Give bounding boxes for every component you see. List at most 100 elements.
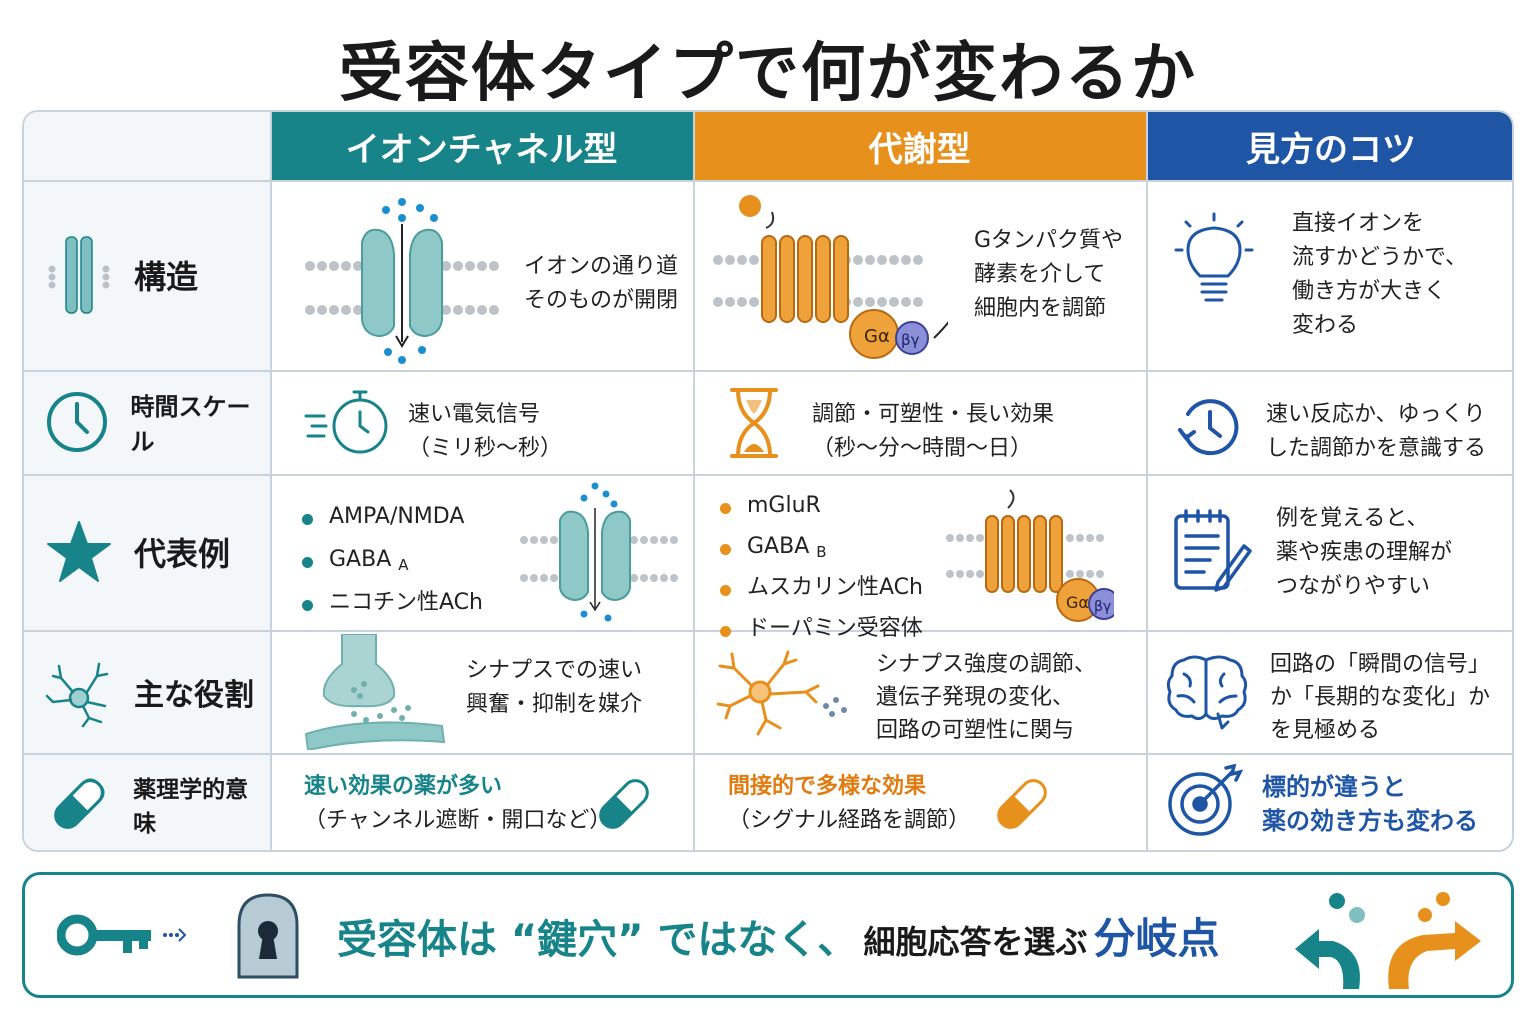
- item-subscript: A: [398, 556, 409, 574]
- text-line: 薬の効き方も変わる: [1262, 807, 1478, 835]
- examples-metabo-list: mGluR GABA B ムスカリン性ACh ドーパミン受容体: [720, 488, 923, 652]
- text-line: 細胞内を調節: [974, 296, 1107, 321]
- g-alpha-label: Gα: [864, 326, 890, 347]
- list-item: AMPA/NMDA: [302, 498, 483, 541]
- pharma-tips-text: 標的が違うと 薬の効き方も変わる: [1262, 770, 1478, 838]
- neuron-icon: [24, 656, 134, 728]
- text-line: 速い電気信号: [408, 402, 541, 427]
- text-line: 薬や疾患の理解が: [1276, 540, 1453, 565]
- ion-channel-icon: [302, 194, 502, 368]
- text-line: 例を覚えると、: [1276, 506, 1429, 531]
- text-line: シナプス強度の調節、: [876, 652, 1097, 677]
- item-text: AMPA/NMDA: [329, 504, 465, 529]
- summary-banner: 受容体は “鍵穴” ではなく、 細胞応答を選ぶ 分岐点: [22, 872, 1514, 998]
- divider: [24, 180, 1512, 182]
- banner-part3: 分岐点: [1093, 914, 1220, 963]
- clock-history-icon: [1174, 392, 1244, 466]
- text-line: 回路の可塑性に関与: [876, 718, 1075, 743]
- synapse-icon: [302, 633, 452, 754]
- text-line: イオンの通り道: [524, 254, 679, 279]
- list-item: GABA A: [302, 541, 483, 584]
- row-label-text: 代表例: [134, 535, 231, 573]
- role-tips-text: 回路の「瞬間の信号」 か「長期的な変化」か を見極める: [1270, 648, 1490, 747]
- text-line: シナプスでの速い: [466, 658, 643, 683]
- text-line: 標的が違うと: [1262, 773, 1406, 801]
- ion-channel-small-icon: [518, 480, 678, 630]
- text-line: つながりやすい: [1276, 574, 1431, 599]
- hourglass-icon: [726, 386, 782, 464]
- text-line: Gタンパク質や: [974, 228, 1124, 253]
- item-subscript: B: [816, 543, 827, 561]
- structure-ion-text: イオンの通り道 そのものが開閉: [524, 250, 678, 318]
- text-line: （秒～分～時間～日）: [812, 436, 1033, 461]
- row-label-examples: 代表例: [24, 474, 270, 630]
- fork-arrows-icon: [1293, 889, 1493, 993]
- banner-part2: 細胞応答を選ぶ: [863, 923, 1088, 961]
- capsule-teal-icon: [592, 772, 656, 840]
- banner-part1: 受容体は “鍵穴” ではなく、: [337, 917, 858, 963]
- timescale-ion-text: 速い電気信号 （ミリ秒～秒）: [408, 398, 562, 466]
- text-line: 流すかどうかで、: [1292, 245, 1468, 270]
- text-line: そのものが開閉: [524, 288, 679, 313]
- header-tips: 見方のコツ: [1146, 112, 1512, 180]
- row-label-timescale: 時間スケール: [24, 370, 270, 474]
- gpcr-icon: Gα βγ: [712, 192, 951, 366]
- divider: [693, 112, 695, 850]
- comparison-table: イオンチャネル型 代謝型 見方のコツ 構造: [22, 110, 1514, 852]
- item-text: ニコチン性ACh: [329, 590, 483, 615]
- header-metabotropic: 代謝型: [693, 112, 1146, 180]
- examples-ion-list: AMPA/NMDA GABA A ニコチン性ACh: [302, 498, 483, 627]
- row-label-text: 薬理学的意味: [133, 776, 249, 837]
- text-line: 速い反応か、ゆっくり: [1266, 402, 1486, 427]
- pharma-ion-text: 速い効果の薬が多い （チャンネル遮断・開口など）: [304, 770, 611, 838]
- item-text: GABA: [747, 534, 810, 559]
- role-metabo-text: シナプス強度の調節、 遺伝子発現の変化、 回路の可塑性に関与: [876, 648, 1096, 747]
- g-betagamma-label: βγ: [901, 331, 920, 349]
- list-item: GABA B: [720, 529, 923, 570]
- row-label-text: 時間スケール: [130, 393, 251, 456]
- list-item: ドーパミン受容体: [720, 611, 923, 652]
- structure-tips-text: 直接イオンを 流すかどうかで、 働き方が大きく 変わる: [1292, 207, 1467, 343]
- row-label-structure: 構造: [24, 180, 270, 370]
- g-alpha-label: Gα: [1066, 593, 1089, 612]
- examples-tips-text: 例を覚えると、 薬や疾患の理解が つながりやすい: [1276, 502, 1452, 604]
- header-ion-channel: イオンチャネル型: [270, 112, 693, 180]
- list-item: mGluR: [720, 488, 923, 529]
- item-text: ドーパミン受容体: [747, 616, 923, 641]
- text-line: 調節・可塑性・長い効果: [812, 402, 1055, 427]
- list-item: ニコチン性ACh: [302, 584, 483, 627]
- lightbulb-icon: [1174, 212, 1254, 316]
- text-line: 直接イオンを: [1292, 211, 1425, 236]
- channel-structure-icon: [24, 233, 134, 317]
- stopwatch-icon: [304, 384, 394, 464]
- neuron-orange-icon: [714, 648, 854, 742]
- timescale-metabo-text: 調節・可塑性・長い効果 （秒～分～時間～日）: [812, 398, 1054, 466]
- row-label-column: [24, 180, 270, 850]
- text-line: 変わる: [1292, 313, 1359, 338]
- text-line: 働き方が大きく: [1292, 279, 1447, 304]
- page-title: 受容体タイプで何が変わるか: [339, 37, 1197, 111]
- key-icon: [56, 905, 187, 969]
- header-blank: [24, 112, 270, 180]
- capsule-icon: [24, 772, 133, 836]
- gpcr-small-icon: Gα βγ: [946, 486, 1120, 630]
- banner-message: 受容体は “鍵穴” ではなく、 細胞応答を選ぶ 分岐点: [337, 905, 1219, 965]
- item-text: GABA: [329, 547, 392, 572]
- text-line: 興奮・抑制を媒介: [466, 692, 643, 717]
- target-arrow-icon: [1164, 763, 1246, 844]
- text-line: した調節かを意識する: [1266, 436, 1487, 461]
- item-text: mGluR: [747, 493, 821, 518]
- text-line: 間接的で多様な効果: [728, 774, 927, 799]
- divider: [24, 630, 1512, 632]
- pharma-metabo-text: 間接的で多様な効果 （シグナル経路を調節）: [728, 770, 970, 838]
- text-line: か「長期的な変化」か: [1270, 685, 1491, 710]
- g-betagamma-label: βγ: [1094, 599, 1111, 615]
- divider: [24, 370, 1512, 372]
- notepad-pencil-icon: [1170, 508, 1254, 598]
- text-line: 速い効果の薬が多い: [304, 774, 503, 799]
- row-label-text: 主な役割: [134, 677, 254, 713]
- text-line: 遺伝子発現の変化、: [876, 685, 1075, 710]
- role-ion-text: シナプスでの速い 興奮・抑制を媒介: [466, 654, 642, 722]
- row-label-pharma: 薬理学的意味: [24, 753, 270, 850]
- divider: [1146, 112, 1148, 850]
